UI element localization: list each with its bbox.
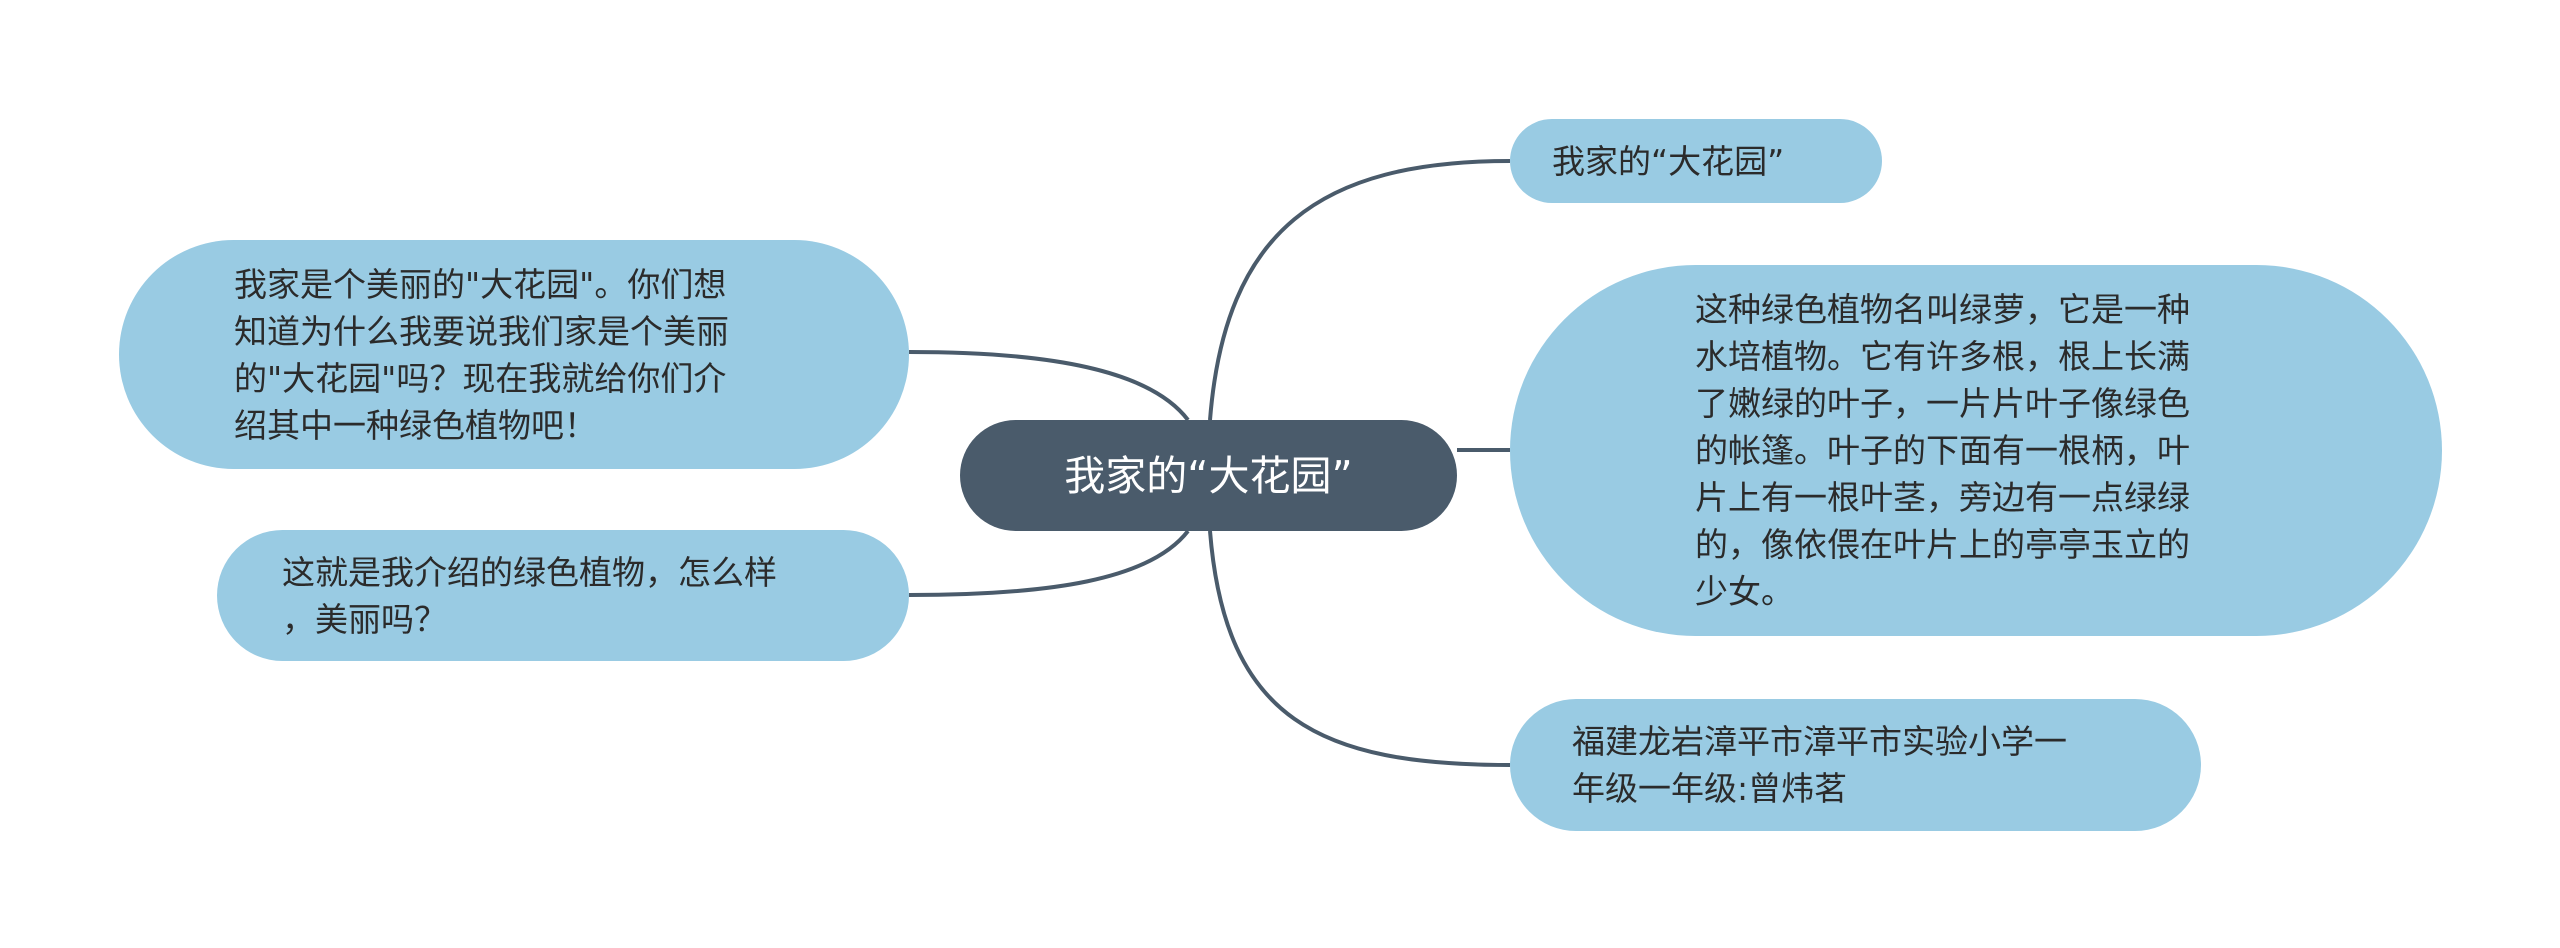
connector-r1 (1208, 159, 1511, 421)
branch-node-title[interactable]: 我家的“大花园” (1510, 119, 1882, 203)
connector-r3 (1208, 530, 1511, 767)
central-topic-label: 我家的“大花园” (1064, 451, 1353, 500)
branch-plant-description-label: 这种绿色植物名叫绿萝，它是一种 水培植物。它有许多根，根上长满 了嫩绿的叶子，一… (1695, 290, 2190, 611)
branch-node-introduction[interactable]: 我家是个美丽的"大花园"。你们想 知道为什么我要说我们家是个美丽 的"大花园"吗… (119, 240, 909, 469)
branch-introduction-label: 我家是个美丽的"大花园"。你们想 知道为什么我要说我们家是个美丽 的"大花园"吗… (234, 264, 729, 445)
branch-conclusion-label: 这就是我介绍的绿色植物，怎么样 ，美丽吗？ (282, 552, 777, 639)
branch-title-label: 我家的“大花园” (1552, 141, 1785, 181)
connector-l2 (908, 529, 1190, 597)
branch-author-label: 福建龙岩漳平市漳平市实验小学一 年级一年级:曾炜茗 (1572, 722, 2067, 808)
branch-node-author[interactable]: 福建龙岩漳平市漳平市实验小学一 年级一年级:曾炜茗 (1510, 699, 2201, 831)
branch-node-plant-description[interactable]: 这种绿色植物名叫绿萝，它是一种 水培植物。它有许多根，根上长满 了嫩绿的叶子，一… (1510, 265, 2442, 636)
central-topic-node[interactable]: 我家的“大花园” (960, 420, 1457, 531)
connector-l1 (908, 350, 1190, 422)
branch-node-conclusion[interactable]: 这就是我介绍的绿色植物，怎么样 ，美丽吗？ (217, 530, 909, 661)
